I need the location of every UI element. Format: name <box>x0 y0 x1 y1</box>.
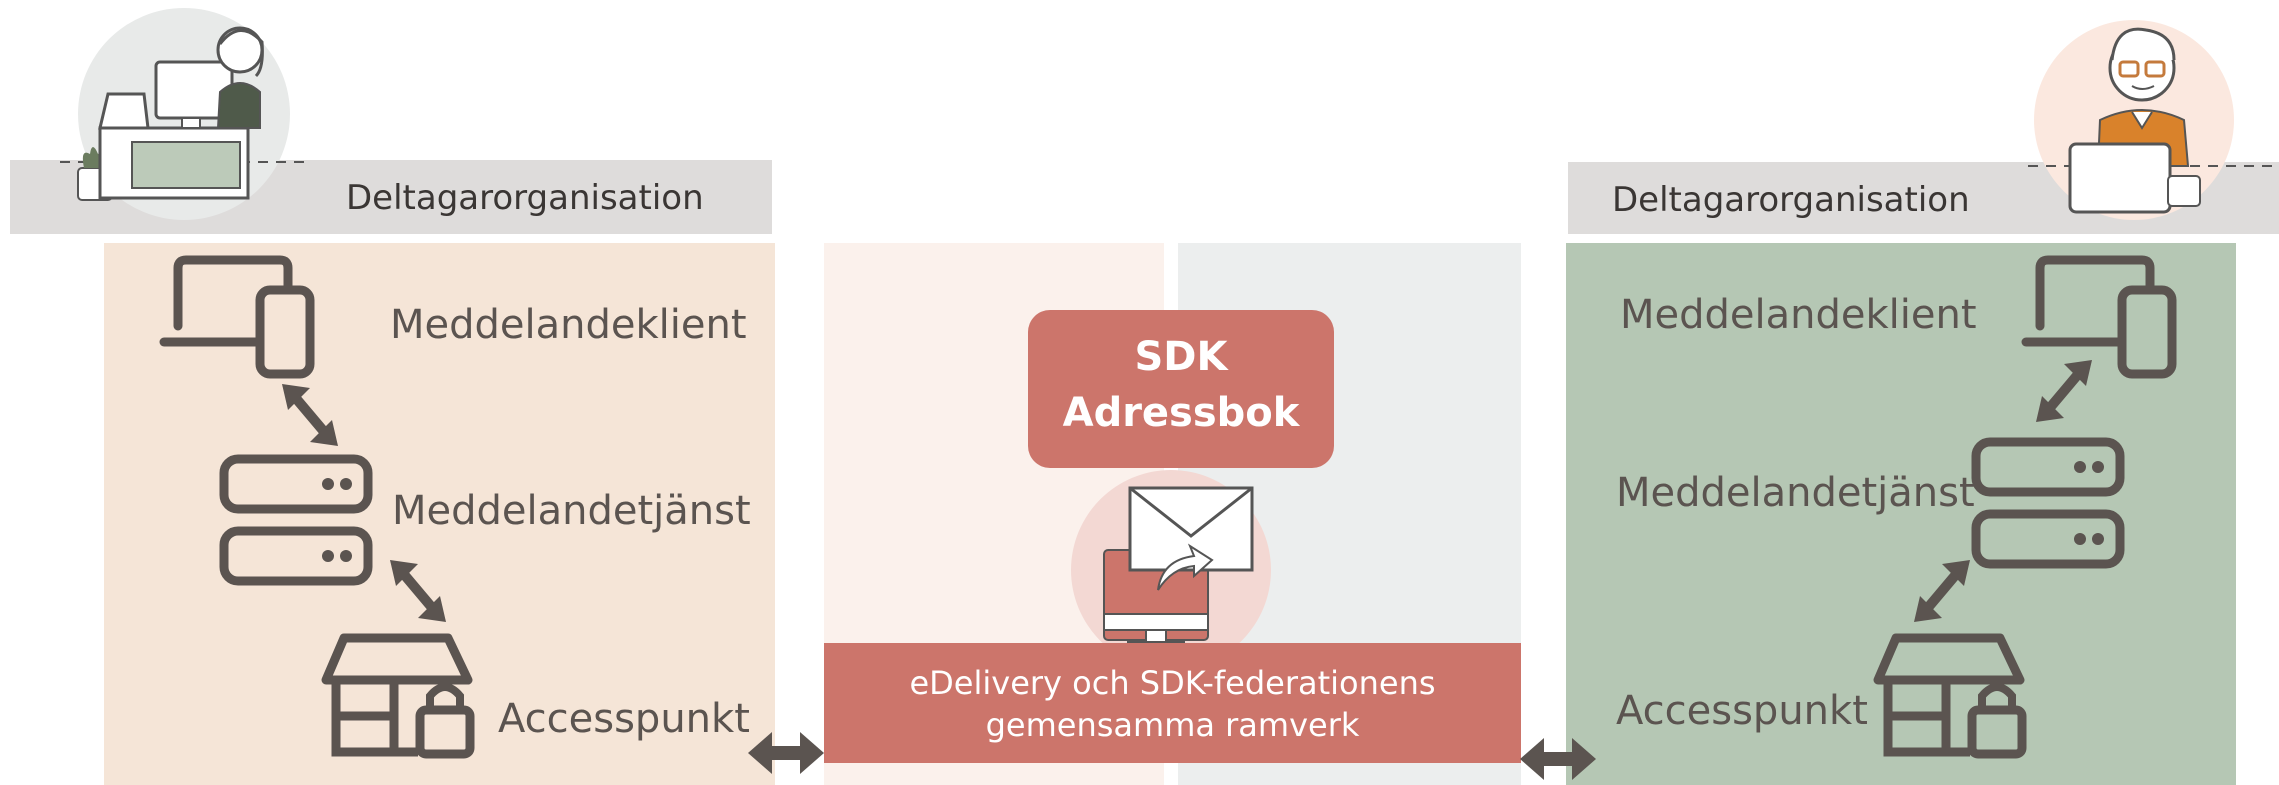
envelope-computer-icon <box>1071 470 1271 670</box>
left-org-panel <box>104 243 775 785</box>
left-client-service-arrow <box>282 384 338 446</box>
sdk-addressbook-box <box>1028 310 1334 468</box>
right-framework-arrow <box>1520 738 1596 780</box>
left-framework-arrow <box>748 732 824 774</box>
framework-line-1: eDelivery och SDK-federationens <box>909 664 1436 702</box>
server-icon <box>1971 437 2125 569</box>
left-service-access-arrow <box>390 560 446 622</box>
laptop-phone-icon <box>159 255 315 379</box>
framework-line-2: gemensamma ramverk <box>985 706 1360 744</box>
remote-worker-illustration <box>2028 20 2279 220</box>
right-org-header: Deltagarorganisation <box>1612 180 1970 220</box>
right-service-access-arrow <box>1914 560 1970 622</box>
laptop-phone-icon <box>2021 255 2177 379</box>
right-service-label: Meddelandetjänst <box>1616 470 1975 516</box>
access-point-store-icon <box>1873 633 2027 759</box>
left-service-label: Meddelandetjänst <box>392 488 751 534</box>
left-client-label: Meddelandeklient <box>390 302 747 348</box>
framework-bar <box>824 643 1521 763</box>
sdk-addressbook-subtitle: Adressbok <box>1062 390 1300 436</box>
left-org-header: Deltagarorganisation <box>346 178 704 218</box>
right-client-label: Meddelandeklient <box>1620 292 1977 338</box>
right-access-label: Accesspunkt <box>1616 688 1868 734</box>
right-client-service-arrow <box>2036 360 2092 422</box>
office-worker-illustration <box>60 8 308 220</box>
sdk-addressbook-title: SDK <box>1134 334 1228 380</box>
access-point-store-icon <box>321 633 475 759</box>
server-icon <box>219 454 373 586</box>
left-access-label: Accesspunkt <box>498 696 750 742</box>
